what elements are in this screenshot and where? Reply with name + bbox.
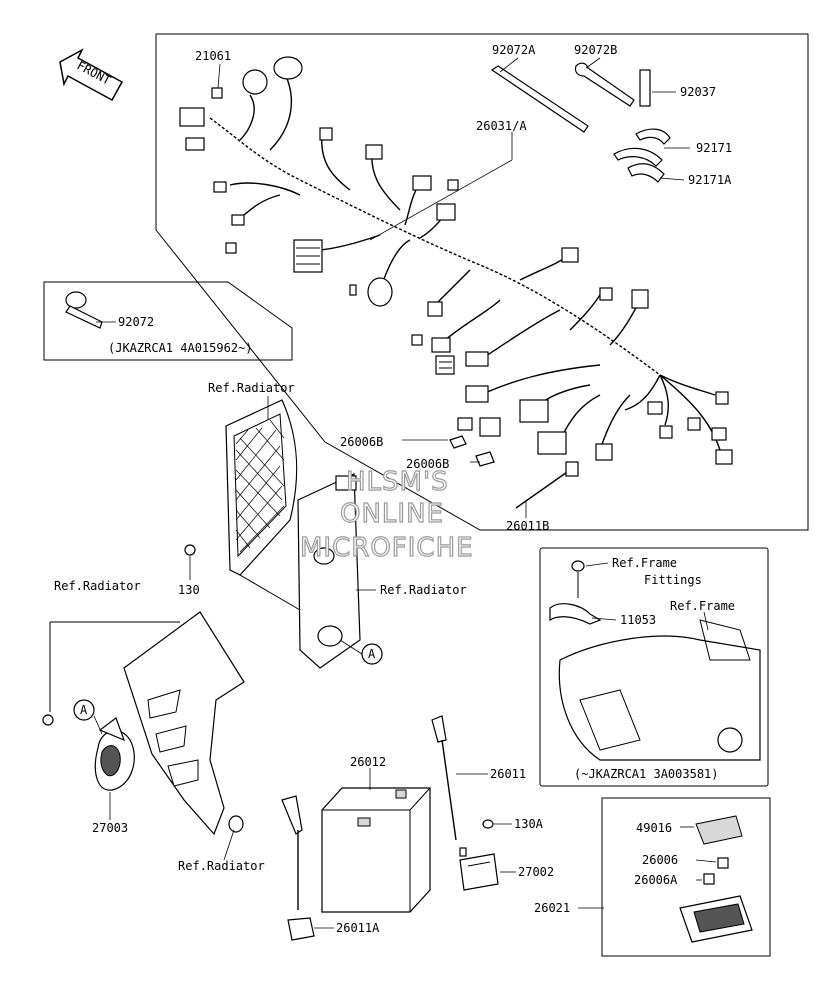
label-ref-radiator-right: Ref.Radiator	[380, 583, 467, 597]
label-27003: 27003	[92, 821, 128, 835]
harness-connectors	[179, 56, 733, 465]
battery-26012	[321, 787, 431, 913]
front-arrow: FRONT	[59, 48, 124, 102]
frame-fittings-art	[549, 560, 761, 761]
label-26006b-1: 26006B	[340, 435, 383, 449]
watermark: HLSM'S ONLINE MICROFICHE	[299, 466, 474, 563]
label-92072a: 92072A	[492, 43, 536, 57]
label-ref-frame-fittings-line1: Ref.Frame	[612, 556, 677, 570]
junction-box-art	[679, 815, 753, 943]
label-92037: 92037	[680, 85, 716, 99]
label-26021: 26021	[534, 901, 570, 915]
watermark-line-3: MICROFICHE	[300, 533, 474, 563]
label-92171: 92171	[696, 141, 732, 155]
part-labels: 21061 92072A 92072B 92037 26031/A 92171 …	[54, 43, 735, 935]
label-92171a: 92171A	[688, 173, 732, 187]
main-wire-harness	[209, 67, 721, 451]
battery-cables	[281, 715, 494, 941]
harness-accessories	[449, 62, 671, 509]
leader-lines	[93, 57, 717, 929]
watermark-line-2: ONLINE	[340, 499, 444, 529]
label-26006: 26006	[642, 853, 678, 867]
label-26011a: 26011A	[336, 921, 380, 935]
label-26006b-2: 26006B	[406, 457, 449, 471]
label-ref-frame-fittings-line2: Fittings	[644, 573, 702, 587]
junction-inset-outline	[601, 797, 771, 957]
label-ref-radiator-top: Ref.Radiator	[208, 381, 295, 395]
label-21061: 21061	[195, 49, 231, 63]
label-92072: 92072	[118, 315, 154, 329]
clamp-92072	[65, 291, 103, 329]
radiator-cover-bracket	[42, 611, 245, 836]
serial-range-1: (JKAZRCA1 4A015962~)	[108, 341, 253, 355]
label-26006a: 26006A	[634, 873, 678, 887]
label-ref-radiator-bottom: Ref.Radiator	[178, 859, 265, 873]
label-49016: 49016	[636, 821, 672, 835]
relay-27002	[459, 853, 499, 891]
label-130: 130	[178, 583, 200, 597]
label-130a: 130A	[514, 817, 544, 831]
label-26031a: 26031/A	[476, 119, 527, 133]
callout-a-horn: A	[80, 703, 88, 717]
serial-range-2: (~JKAZRCA1 3A003581)	[574, 767, 719, 781]
clamp-inset-outline	[43, 281, 293, 361]
label-ref-radiator-left: Ref.Radiator	[54, 579, 141, 593]
watermark-line-1: HLSM'S	[346, 467, 449, 497]
label-ref-frame: Ref.Frame	[670, 599, 735, 613]
harness-panel-outline	[155, 33, 809, 531]
label-26011: 26011	[490, 767, 526, 781]
label-26011b: 26011B	[506, 519, 549, 533]
frame-inset-outline	[539, 547, 769, 787]
callout-a-radiator: A	[368, 647, 376, 661]
label-92072b: 92072B	[574, 43, 617, 57]
label-27002: 27002	[518, 865, 554, 879]
label-11053: 11053	[620, 613, 656, 627]
callout-a-circle-horn	[73, 699, 95, 721]
radiator-assembly	[184, 399, 361, 669]
horn-27003	[94, 717, 135, 791]
label-26012: 26012	[350, 755, 386, 769]
